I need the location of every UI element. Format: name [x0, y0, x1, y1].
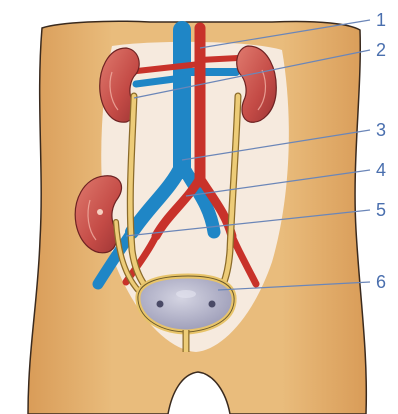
callout-label-5: 5: [376, 200, 386, 220]
callout-label-6: 6: [376, 272, 386, 292]
callout-label-1: 1: [376, 10, 386, 30]
callout-label-2: 2: [376, 40, 386, 60]
callout-labels: 1 2 3 4 5 6: [376, 10, 386, 292]
callout-label-4: 4: [376, 160, 386, 180]
bladder: [138, 276, 234, 332]
callout-label-3: 3: [376, 120, 386, 140]
